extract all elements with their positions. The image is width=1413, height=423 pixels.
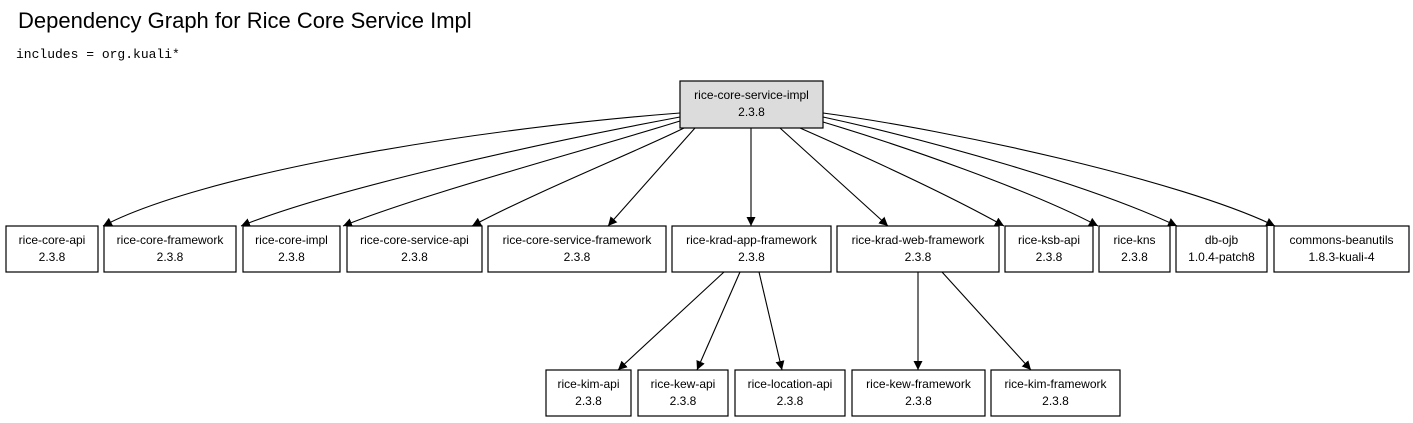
node-version: 2.3.8: [738, 105, 765, 119]
includes-filter: includes = org.kuali*: [16, 47, 180, 62]
edge-root-to-core-impl: [342, 120, 681, 227]
node-version: 2.3.8: [905, 250, 932, 264]
node-kns: rice-kns 2.3.8: [1098, 225, 1171, 273]
node-name: db-ojb: [1205, 233, 1239, 247]
node-krad-app-framework: rice-krad-app-framework 2.3.8: [671, 225, 832, 273]
node-db-ojb: db-ojb 1.0.4-patch8: [1175, 225, 1268, 273]
node-version: 2.3.8: [777, 394, 804, 408]
node-box: [487, 225, 667, 273]
node-box: [990, 369, 1121, 417]
node-kew-api: rice-kew-api 2.3.8: [637, 369, 729, 417]
node-name: rice-krad-web-framework: [852, 233, 986, 247]
node-version: 2.3.8: [905, 394, 932, 408]
node-box: [679, 80, 824, 129]
node-box: [1004, 225, 1094, 273]
node-kim-framework: rice-kim-framework 2.3.8: [990, 369, 1121, 417]
node-version: 2.3.8: [738, 250, 765, 264]
edge-root-to-ksb-api: [799, 127, 1005, 227]
node-name: rice-ksb-api: [1018, 233, 1080, 247]
node-version: 2.3.8: [157, 250, 184, 264]
node-version: 2.3.8: [39, 250, 66, 264]
edge-root-to-core-service-framework: [607, 127, 696, 227]
node-box: [1175, 225, 1268, 273]
node-box: [545, 369, 632, 417]
node-root: rice-core-service-impl 2.3.8: [679, 80, 824, 129]
node-box: [242, 225, 341, 273]
node-ksb-api: rice-ksb-api 2.3.8: [1004, 225, 1094, 273]
node-box: [103, 225, 237, 273]
node-name: rice-kns: [1113, 233, 1155, 247]
node-version: 2.3.8: [575, 394, 602, 408]
edge-krad-app-framework-to-kim-api: [617, 271, 725, 371]
node-box: [671, 225, 832, 273]
edge-root-to-core-service-api: [471, 127, 685, 227]
node-core-service-api: rice-core-service-api 2.3.8: [346, 225, 483, 273]
node-version: 2.3.8: [1036, 250, 1063, 264]
node-name: rice-kew-framework: [866, 377, 972, 391]
edge-root-to-db-ojb: [822, 116, 1178, 227]
node-version: 2.3.8: [564, 250, 591, 264]
node-kew-framework: rice-kew-framework 2.3.8: [851, 369, 986, 417]
edge-root-to-commons-beanutils: [822, 112, 1276, 227]
node-version: 2.3.8: [670, 394, 697, 408]
node-name: rice-kim-api: [557, 377, 619, 391]
edge-krad-web-framework-to-kim-framework: [941, 271, 1032, 371]
node-commons-beanutils: commons-beanutils 1.8.3-kuali-4: [1273, 225, 1410, 273]
node-core-impl: rice-core-impl 2.3.8: [242, 225, 341, 273]
node-box: [836, 225, 1000, 273]
node-name: rice-core-api: [19, 233, 86, 247]
node-box: [1273, 225, 1410, 273]
node-box: [637, 369, 729, 417]
node-box: [5, 225, 99, 273]
node-version: 1.0.4-patch8: [1188, 250, 1255, 264]
node-kim-api: rice-kim-api 2.3.8: [545, 369, 632, 417]
node-name: rice-kim-framework: [1005, 377, 1108, 391]
node-box: [346, 225, 483, 273]
node-name: rice-core-service-api: [360, 233, 469, 247]
node-box: [1098, 225, 1171, 273]
edge-krad-app-framework-to-kew-api: [696, 271, 741, 371]
node-core-service-framework: rice-core-service-framework 2.3.8: [487, 225, 667, 273]
node-version: 2.3.8: [401, 250, 428, 264]
edge-root-to-kns: [822, 121, 1099, 227]
node-location-api: rice-location-api 2.3.8: [734, 369, 846, 417]
node-box: [734, 369, 846, 417]
node-core-api: rice-core-api 2.3.8: [5, 225, 99, 273]
node-name: rice-core-service-framework: [503, 233, 653, 247]
node-core-framework: rice-core-framework 2.3.8: [103, 225, 237, 273]
edge-root-to-krad-web-framework: [779, 127, 889, 227]
edge-krad-app-framework-to-location-api: [758, 271, 785, 371]
node-name: rice-core-impl: [255, 233, 328, 247]
node-version: 1.8.3-kuali-4: [1308, 250, 1374, 264]
node-name: rice-krad-app-framework: [686, 233, 818, 247]
node-krad-web-framework: rice-krad-web-framework 2.3.8: [836, 225, 1000, 273]
node-name: rice-core-framework: [117, 233, 225, 247]
edge-root-to-core-framework: [240, 116, 681, 227]
edge-root-to-core-api: [102, 112, 681, 227]
node-name: rice-location-api: [748, 377, 833, 391]
node-name: commons-beanutils: [1289, 233, 1393, 247]
node-version: 2.3.8: [1121, 250, 1148, 264]
node-box: [851, 369, 986, 417]
node-version: 2.3.8: [1042, 394, 1069, 408]
node-version: 2.3.8: [278, 250, 305, 264]
node-name: rice-kew-api: [651, 377, 716, 391]
page-title: Dependency Graph for Rice Core Service I…: [18, 8, 472, 33]
node-name: rice-core-service-impl: [694, 88, 809, 102]
